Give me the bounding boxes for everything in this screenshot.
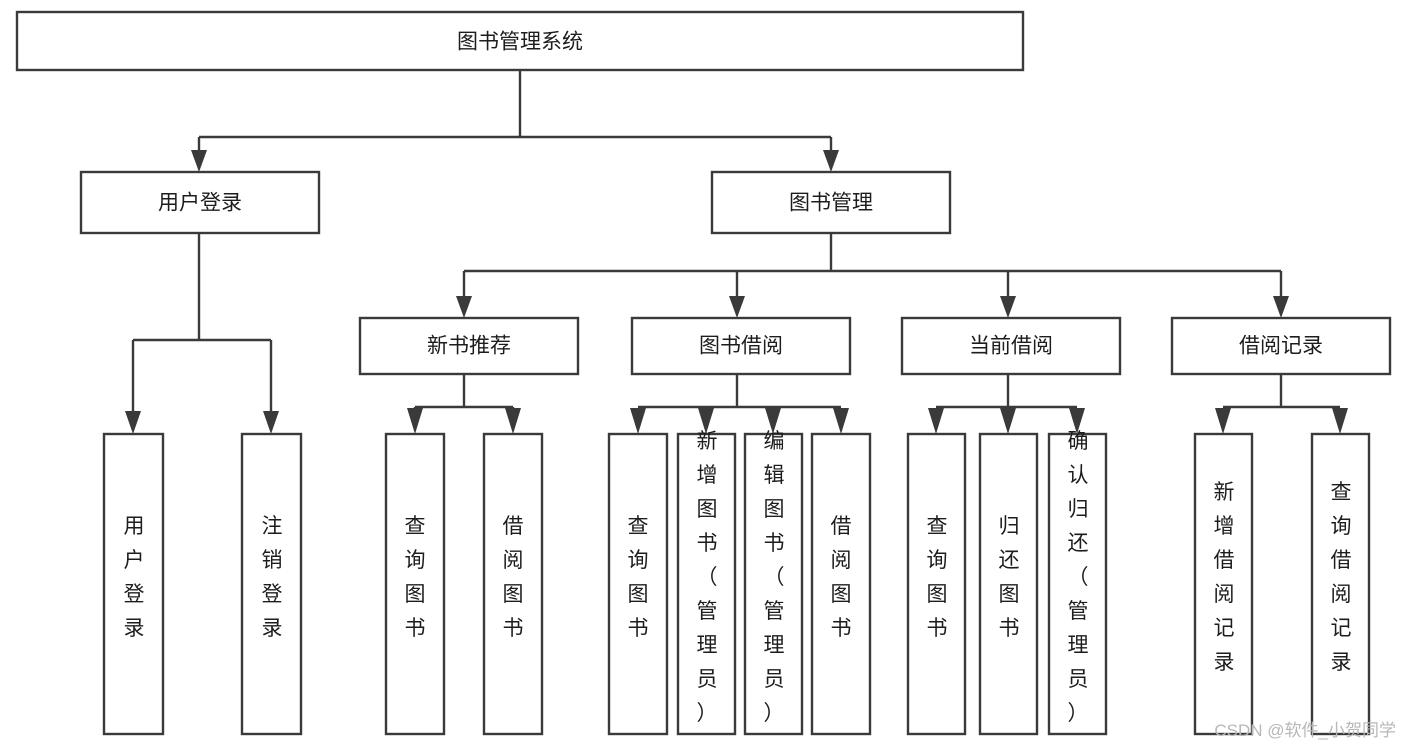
node-borrow-record-label: 借阅记录 [1239,335,1323,358]
leaf-query-book-2-box[interactable] [607,432,669,736]
arrow-head-leaf-edit-book [765,408,781,434]
node-current-borrow-box[interactable] [900,316,1122,376]
node-user-login-label: 用户登录 [158,192,242,215]
leaf-query-book-1[interactable]: 查询图书 [384,432,446,736]
node-current-borrow[interactable]: 当前借阅 [900,316,1122,376]
node-new-book-rec-label: 新书推荐 [427,335,511,358]
node-book-manage[interactable]: 图书管理 [710,170,952,235]
leaf-user-logout[interactable]: 注销登录 [240,432,303,736]
leaf-add-book-box[interactable] [676,432,737,736]
node-book-manage-label: 图书管理 [789,192,873,215]
arrow-head-leaf-user-login [125,411,141,434]
leaf-user-login-label: 用户登录 [124,515,145,640]
leaf-query-record[interactable]: 查询借阅记录 [1310,432,1371,736]
node-root[interactable]: 图书管理系统 [15,10,1025,72]
arrow-head-leaf-user-logout [263,411,279,434]
leaf-add-record[interactable]: 新增借阅记录 [1193,432,1254,736]
leaf-confirm-return[interactable]: 确认归还（管理员） [1047,430,1108,736]
leaf-user-logout-label: 注销登录 [262,515,283,640]
node-book-manage-box[interactable] [710,170,952,235]
arrow-head-leaf-query-book-2 [630,408,646,434]
leaf-edit-book-label: 编辑图书（管理员） [764,430,785,725]
leaf-query-book-3-box[interactable] [906,432,967,736]
node-book-borrow-box[interactable] [630,316,852,376]
leaf-add-record-label: 新增借阅记录 [1214,481,1235,674]
arrow-head-leaf-confirm-return [1069,408,1085,434]
node-new-book-rec[interactable]: 新书推荐 [358,316,580,376]
leaf-return-book[interactable]: 归还图书 [978,432,1039,736]
leaf-query-record-box[interactable] [1310,432,1371,736]
leaf-add-record-box[interactable] [1193,432,1254,736]
arrow-head-leaf-query-book-3 [928,408,944,434]
arrow-head-leaf-add-book [698,408,714,434]
leaf-borrow-book-2-box[interactable] [810,432,872,736]
leaf-borrow-book-2-label: 借阅图书 [831,515,852,640]
node-book-borrow[interactable]: 图书借阅 [630,316,852,376]
connector-layer [125,70,1348,434]
arrow-head-current-borrow [1000,296,1016,318]
node-current-borrow-label: 当前借阅 [969,335,1053,358]
arrow-head-borrow-record [1273,296,1289,318]
leaf-add-book-label: 新增图书（管理员） [697,430,718,725]
csdn-watermark: CSDN @软件_小贺同学 [1214,721,1396,740]
leaf-return-book-box[interactable] [978,432,1039,736]
arrow-head-user-login [191,150,207,172]
arrow-head-leaf-add-record [1215,408,1231,434]
arrow-head-book-borrow [729,296,745,318]
arrow-head-leaf-query-book-1 [407,408,423,434]
leaf-user-login[interactable]: 用户登录 [102,432,165,736]
node-book-borrow-label: 图书借阅 [699,335,783,358]
leaf-edit-book[interactable]: 编辑图书（管理员） [743,430,804,736]
leaf-user-login-box[interactable] [102,432,165,736]
leaf-borrow-book-1-box[interactable] [482,432,544,736]
arrow-head-leaf-return-book [1000,408,1016,434]
leaf-borrow-book-1-label: 借阅图书 [503,515,524,640]
node-borrow-record-box[interactable] [1170,316,1392,376]
node-user-login[interactable]: 用户登录 [79,170,321,235]
node-user-login-box[interactable] [79,170,321,235]
leaf-borrow-book-2[interactable]: 借阅图书 [810,432,872,736]
arrow-head-leaf-query-record [1332,408,1348,434]
arrow-head-new-book-rec [456,296,472,318]
node-borrow-record[interactable]: 借阅记录 [1170,316,1392,376]
leaf-query-book-3[interactable]: 查询图书 [906,432,967,736]
leaf-query-book-2[interactable]: 查询图书 [607,432,669,736]
leaf-return-book-label: 归还图书 [999,515,1020,640]
node-root-label: 图书管理系统 [457,31,583,54]
leaf-query-book-3-label: 查询图书 [927,515,948,640]
leaf-query-record-label: 查询借阅记录 [1331,481,1352,674]
leaf-query-book-1-label: 查询图书 [405,515,426,640]
leaf-query-book-2-label: 查询图书 [628,515,649,640]
leaf-add-book[interactable]: 新增图书（管理员） [676,430,737,736]
arrow-head-leaf-borrow-book-2 [833,408,849,434]
arrow-head-book-manage [823,150,839,172]
node-new-book-rec-box[interactable] [358,316,580,376]
leaf-query-book-1-box[interactable] [384,432,446,736]
leaf-user-logout-box[interactable] [240,432,303,736]
leaf-borrow-book-1[interactable]: 借阅图书 [482,432,544,736]
leaf-edit-book-box[interactable] [743,432,804,736]
leaf-confirm-return-label: 确认归还（管理员） [1068,430,1089,725]
leaf-confirm-return-box[interactable] [1047,432,1108,736]
arrow-head-leaf-borrow-book-1 [505,408,521,434]
node-root-box[interactable] [15,10,1025,72]
